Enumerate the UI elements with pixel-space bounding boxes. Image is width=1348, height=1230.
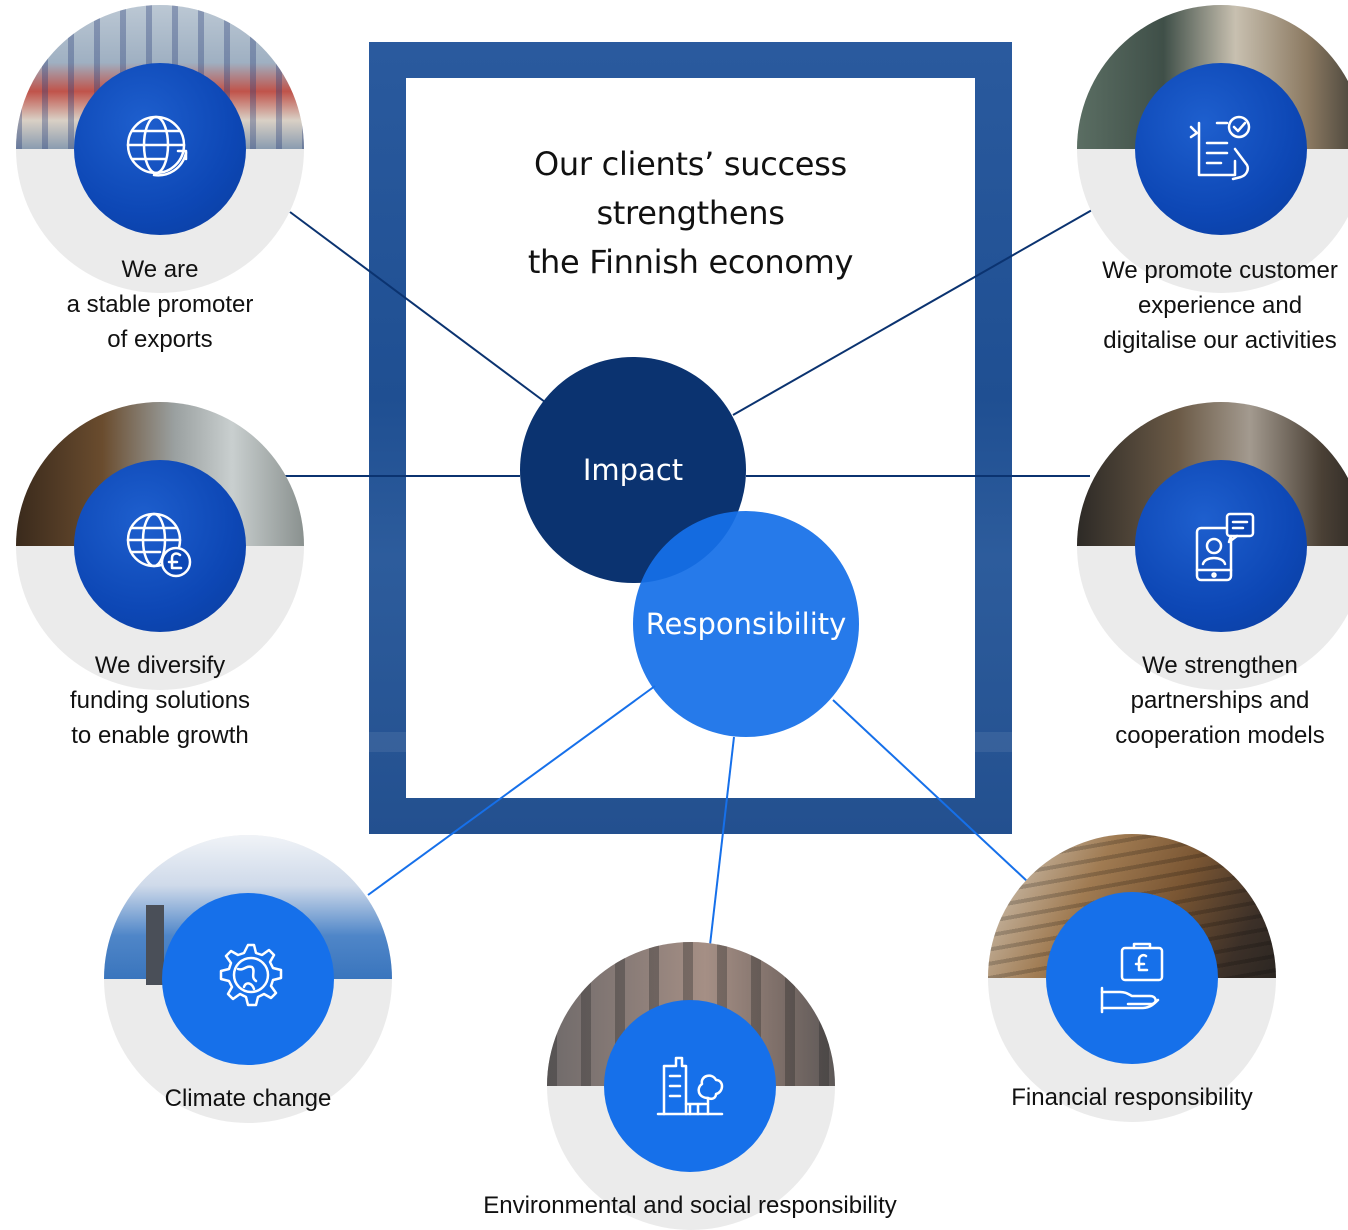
warehouse-photo (16, 5, 304, 149)
headline: Our clients’ success strengthens the Fin… (406, 140, 975, 287)
environmental-icon-disc (604, 1000, 776, 1172)
caption-line: funding solutions (69, 687, 251, 714)
financial-caption: Financial responsibility (970, 1080, 1294, 1115)
exports-photo-circle (16, 5, 304, 293)
caption-line: We diversify (94, 652, 226, 679)
caption-line: a stable promoter (66, 291, 254, 318)
caption-line: Financial responsibility (1011, 1084, 1253, 1111)
caption-line: of exports (107, 326, 213, 353)
globe-pound-icon (126, 512, 192, 578)
financial-photo-circle (988, 834, 1276, 1122)
caption-line: We are (121, 256, 199, 283)
briefcase-hand-icon (1100, 942, 1164, 1014)
checklist-hand-icon (1189, 115, 1251, 181)
phone-chat-icon (1195, 512, 1255, 582)
headline-line-2: strengthens (596, 194, 785, 232)
caption-line: partnerships and (1130, 687, 1310, 714)
caption-line: We promote customer (1102, 257, 1338, 284)
climate-caption: Climate change (104, 1081, 392, 1116)
line-impact-digital (732, 209, 1093, 416)
environmental-caption: Environmental and social responsibility (380, 1188, 1000, 1223)
funding-caption: We diversify funding solutions to enable… (20, 648, 300, 753)
headline-line-1: Our clients’ success (534, 145, 847, 183)
caption-line: experience and (1137, 292, 1303, 319)
globe-arrow-icon (126, 115, 188, 177)
city-tree-icon (656, 1056, 724, 1116)
partnerships-caption: We strengthen partnerships and cooperati… (1080, 648, 1348, 753)
gear-globe-icon (219, 943, 283, 1007)
headline-line-3: the Finnish economy (527, 243, 854, 281)
line-impact-exports (289, 211, 546, 403)
responsibility-circle: Responsibility (633, 511, 859, 737)
caption-line: to enable growth (71, 722, 249, 749)
digital-caption: We promote customer experience and digit… (1060, 253, 1348, 358)
caption-line: We strengthen (1142, 652, 1298, 679)
caption-line: cooperation models (1115, 722, 1325, 749)
caption-line: Environmental and social responsibility (483, 1192, 897, 1219)
climate-icon-disc (162, 893, 334, 1065)
partnerships-icon-disc (1135, 460, 1307, 632)
financial-icon-disc (1046, 892, 1218, 1064)
responsibility-label: Responsibility (645, 607, 847, 641)
exports-caption: We are a stable promoter of exports (20, 252, 300, 357)
caption-line: Climate change (164, 1085, 332, 1112)
funding-icon-disc (74, 460, 246, 632)
line-resp-environmental (709, 736, 735, 946)
exports-icon-disc (74, 63, 246, 235)
impact-label: Impact (582, 453, 684, 487)
digital-icon-disc (1135, 63, 1307, 235)
caption-line: digitalise our activities (1103, 327, 1337, 354)
line-resp-climate (367, 685, 656, 896)
